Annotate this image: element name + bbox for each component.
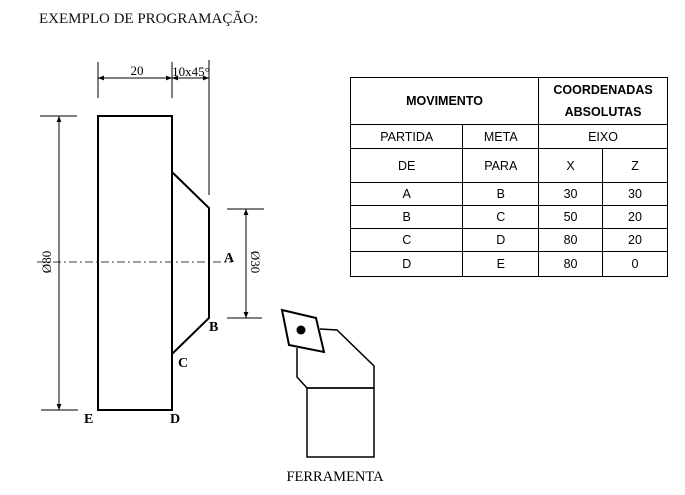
cell-para: B [462, 182, 540, 206]
workpiece-chamfer-profile [171, 171, 210, 355]
workpiece-body [97, 115, 173, 411]
dim-length-text: 20 [131, 63, 144, 78]
header-x: X [538, 148, 604, 183]
tool-holder-shank [306, 387, 375, 458]
header-coordinates: COORDENADAS ABSOLUTAS [538, 77, 668, 125]
cell-z: 0 [602, 251, 668, 277]
cell-para: C [462, 205, 540, 229]
cell-x: 30 [538, 182, 604, 206]
coordinates-table: MOVIMENTO COORDENADAS ABSOLUTAS PARTIDA … [349, 77, 668, 277]
cell-de: B [349, 205, 464, 229]
cell-para: E [462, 251, 540, 277]
insert-screw-icon [296, 325, 306, 335]
tool-holder-head [296, 328, 375, 389]
cell-x: 80 [538, 251, 604, 277]
page-title: EXEMPLO DE PROGRAMAÇÃO: [39, 11, 259, 27]
tool-label: FERRAMENTA [286, 469, 384, 485]
point-c-label: C [178, 356, 188, 371]
cell-x: 50 [538, 205, 604, 229]
cell-de: C [349, 228, 464, 252]
cell-para: D [462, 228, 540, 252]
header-partida: PARTIDA [349, 124, 464, 149]
cell-de: A [349, 182, 464, 206]
cell-z: 20 [602, 228, 668, 252]
header-de: DE [349, 148, 464, 183]
dim-inner-diameter-text: Ø30 [248, 251, 263, 273]
cell-de: D [349, 251, 464, 277]
dim-outer-diameter-text: Ø80 [39, 251, 54, 273]
header-meta: META [462, 124, 540, 149]
dim-chamfer-text: 10x45° [172, 64, 210, 79]
tool-insert [280, 308, 326, 354]
header-eixo: EIXO [538, 124, 668, 149]
point-b-label: B [209, 320, 218, 335]
point-d-label: D [170, 412, 180, 427]
header-movement: MOVIMENTO [349, 77, 540, 125]
cell-x: 80 [538, 228, 604, 252]
point-a-label: A [224, 251, 235, 266]
header-para: PARA [462, 148, 540, 183]
cell-z: 30 [602, 182, 668, 206]
header-z: Z [602, 148, 668, 183]
point-e-label: E [84, 412, 93, 427]
cell-z: 20 [602, 205, 668, 229]
